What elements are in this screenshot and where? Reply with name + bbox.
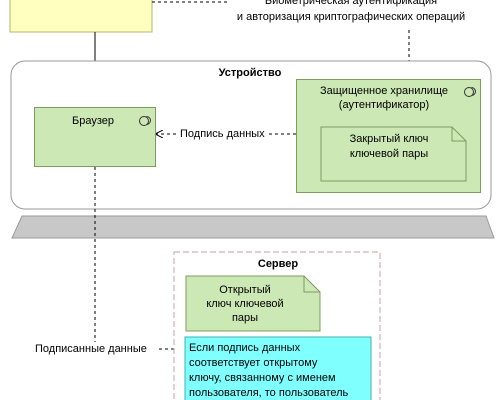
browser-label: Браузер (72, 115, 114, 127)
rule-line1: Если подпись данных (189, 342, 301, 354)
server-title: Сервер (257, 258, 299, 270)
browser-box (34, 107, 156, 167)
public-key-line3: пары (231, 312, 259, 324)
rule-box (184, 336, 372, 400)
rule-line3: ключу, связанному с именем (189, 372, 336, 384)
private-key-line1: Закрытый ключ (349, 133, 429, 145)
signed-data-label: Подписанные данные (33, 342, 149, 356)
top-note-line1: Биометрическая аутентификация (264, 0, 438, 7)
component-icon (464, 87, 474, 97)
public-key-line1: Открытый (219, 284, 271, 296)
public-key-line2: ключ ключевой (206, 298, 284, 310)
device-title: Устройство (218, 67, 282, 79)
user-box (9, 0, 153, 33)
sign-data-label: Подпись данных (178, 127, 267, 141)
secure-storage-line1: Защищенное хранилище (319, 85, 448, 97)
component-icon (139, 116, 149, 126)
rule-line2: соответствует открытому (189, 357, 318, 369)
private-key-line2: ключевой пары (349, 148, 429, 160)
device-stand (11, 215, 495, 239)
rule-line4: пользователя, то пользователь (189, 387, 349, 399)
secure-storage-line2: (аутентификатор) (338, 99, 430, 111)
public-key-artifact (185, 275, 321, 332)
top-note-line2: и авторизация криптографических операций (236, 11, 466, 23)
